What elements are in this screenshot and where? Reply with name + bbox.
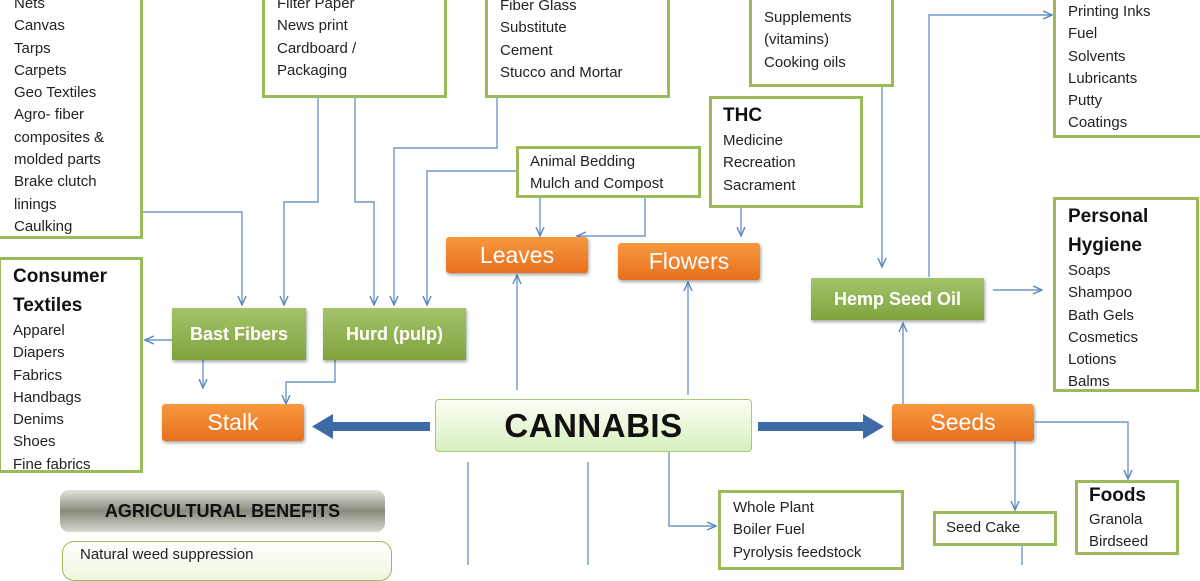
industrial-textiles-item: Nets	[14, 0, 45, 12]
foods-item: Granola	[1089, 511, 1143, 528]
thc-item: Recreation	[723, 154, 796, 172]
consumer-item: Apparel	[13, 322, 65, 339]
industrial-textiles-item: linings	[14, 195, 57, 213]
industrial-oils-item: Coatings	[1068, 114, 1128, 132]
connector-bedding-hurd	[427, 170, 517, 305]
seed-cake-box: Seed Cake	[933, 511, 1057, 546]
connector-layer	[141, 0, 1200, 565]
industrial-textiles-item: composites &	[14, 128, 105, 146]
consumer-textiles-box: Consumer Textiles Apparel Diapers Fabric…	[0, 257, 143, 473]
bedding-item: Animal Bedding	[530, 153, 636, 170]
paper-item: Filter Paper	[277, 0, 355, 12]
paper-box: Filter Paper News print Cardboard / Pack…	[262, 0, 447, 98]
industrial-textiles-item: Carpets	[14, 61, 67, 79]
bast-fibers-node: Bast Fibers	[172, 308, 306, 360]
whole-plant-box: Whole Plant Boiler Fuel Pyrolysis feedst…	[718, 490, 904, 570]
paper-item: Packaging	[277, 61, 348, 79]
industrial-textiles-box: Nets Canvas Tarps Carpets Geo Textiles A…	[0, 0, 143, 239]
paper-item: Cardboard /	[277, 39, 357, 57]
industrial-oils-item: Putty	[1068, 92, 1103, 110]
building-item: Stucco and Mortar	[500, 63, 623, 81]
whole-plant-item: Pyrolysis feedstock	[733, 543, 862, 561]
weed-suppression-item: Natural weed suppression	[62, 541, 392, 581]
connector-textiles-bast	[141, 211, 242, 305]
hygiene-title-line: Hygiene	[1068, 235, 1142, 256]
hurd-node: Hurd (pulp)	[323, 308, 466, 360]
leaves-node: Leaves	[446, 237, 588, 273]
foods-item: Birdseed	[1089, 533, 1149, 551]
consumer-item: Shoes	[13, 433, 56, 451]
consumer-item: Handbags	[13, 388, 82, 406]
consumer-item: Denims	[13, 411, 64, 429]
big-arrow-left	[312, 414, 430, 439]
industrial-textiles-item: Agro- fiber	[14, 106, 85, 124]
hygiene-item: Lotions	[1068, 351, 1117, 369]
flowers-node: Flowers	[618, 243, 760, 280]
agricultural-benefits-header: AGRICULTURAL BENEFITS	[60, 490, 385, 532]
connector-building-hurd	[394, 96, 498, 305]
seed-cake-label: Seed Cake	[946, 519, 1021, 536]
paper-item: News print	[277, 17, 348, 35]
personal-hygiene-box: Personal Hygiene Soaps Shampoo Bath Gels…	[1053, 197, 1199, 392]
thc-item: Sacrament	[723, 176, 796, 194]
thc-title: THC	[723, 105, 763, 126]
hygiene-item: Bath Gels	[1068, 306, 1134, 324]
whole-plant-item: Whole Plant	[733, 499, 814, 516]
industrial-textiles-item: molded parts	[14, 151, 101, 169]
consumer-item: Fabrics	[13, 366, 63, 384]
supplements-item: Cooking oils	[764, 53, 846, 71]
connector-bedding-flowers	[577, 196, 646, 236]
industrial-oils-item: Printing Inks	[1068, 3, 1151, 20]
supplements-item: (vitamins)	[764, 31, 830, 49]
thc-item: Medicine	[723, 132, 784, 149]
connector-oil-industrial	[928, 15, 1052, 277]
stalk-node: Stalk	[162, 404, 304, 441]
industrial-textiles-item: Caulking	[14, 217, 73, 235]
big-arrow-right	[758, 414, 884, 439]
supplements-item: Supplements	[764, 9, 852, 26]
industrial-oils-item: Lubricants	[1068, 69, 1138, 87]
seeds-node: Seeds	[892, 404, 1034, 441]
foods-title: Foods	[1089, 485, 1146, 506]
connector-seeds-foods	[1035, 421, 1128, 479]
hygiene-item: Soaps	[1068, 262, 1111, 279]
consumer-item: Fine fabrics	[13, 455, 91, 473]
bedding-item: Mulch and Compost	[530, 175, 664, 193]
hygiene-item: Balms	[1068, 373, 1110, 391]
connector-paper-bast	[284, 96, 319, 305]
industrial-oils-box: Printing Inks Fuel Solvents Lubricants P…	[1053, 0, 1200, 138]
building-item: Substitute	[500, 19, 567, 37]
whole-plant-item: Boiler Fuel	[733, 521, 805, 539]
foods-box: Foods Granola Birdseed	[1075, 480, 1179, 555]
industrial-oils-item: Fuel	[1068, 25, 1098, 43]
connector-paper-hurd	[354, 96, 374, 305]
thc-box: THC Medicine Recreation Sacrament	[709, 96, 863, 208]
industrial-oils-item: Solvents	[1068, 47, 1126, 65]
supplements-box: Supplements (vitamins) Cooking oils	[749, 0, 894, 87]
hemp-seed-oil-node: Hemp Seed Oil	[811, 278, 984, 320]
consumer-title-line: Textiles	[13, 295, 83, 316]
industrial-textiles-item: Canvas	[14, 17, 65, 35]
building-item: Cement	[500, 41, 553, 59]
building-item: Fiber Glass	[500, 0, 577, 14]
bedding-box: Animal Bedding Mulch and Compost	[516, 146, 701, 198]
connector-hurd-stalk	[286, 360, 336, 404]
industrial-textiles-item: Tarps	[14, 39, 51, 57]
industrial-textiles-item: Geo Textiles	[14, 84, 97, 102]
connector-cannabis-wholeplant	[668, 452, 716, 526]
hygiene-item: Cosmetics	[1068, 328, 1139, 346]
building-materials-box: Fiber Glass Substitute Cement Stucco and…	[485, 0, 670, 98]
consumer-item: Diapers	[13, 344, 65, 362]
industrial-textiles-item: Brake clutch	[14, 173, 97, 191]
hygiene-title-line: Personal	[1068, 206, 1149, 227]
hygiene-item: Shampoo	[1068, 284, 1133, 302]
cannabis-center-node: CANNABIS	[435, 399, 752, 452]
consumer-title-line: Consumer	[13, 266, 107, 287]
